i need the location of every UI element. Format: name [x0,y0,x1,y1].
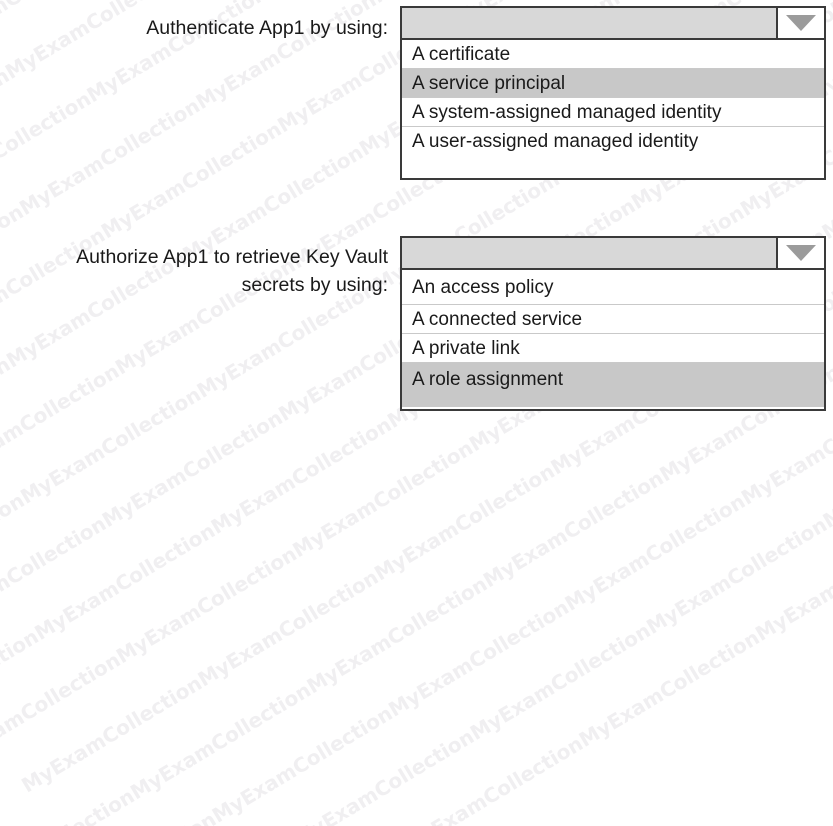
option-item[interactable]: A private link [402,334,824,363]
authenticate-app1-dropdown-value[interactable] [402,8,778,38]
authorize-app1-dropdown[interactable] [400,236,826,270]
option-item[interactable]: A service principal [402,69,824,98]
authenticate-app1-dropdown[interactable] [400,6,826,40]
question-1-label: Authenticate App1 by using: [146,17,388,39]
chevron-down-icon[interactable] [778,238,824,268]
option-item[interactable]: A certificate [402,40,824,69]
option-item[interactable]: An access policy [402,270,824,305]
option-list-empty-space [402,156,824,178]
question-2-label: Authorize App1 to retrieve Key Vault sec… [76,246,388,296]
authorize-app1-dropdown-value[interactable] [402,238,778,268]
authenticate-app1-option-list[interactable]: A certificate A service principal A syst… [400,40,826,180]
authorize-app1-option-list[interactable]: An access policy A connected service A p… [400,270,826,411]
chevron-down-glyph [786,245,816,261]
option-item[interactable]: A user-assigned managed identity [412,131,699,152]
option-item[interactable]: A system-assigned managed identity [402,98,824,127]
chevron-down-icon[interactable] [778,8,824,38]
chevron-down-glyph [786,15,816,31]
option-item[interactable]: A role assignment [402,363,824,407]
watermark-row: MyExamCollectionMyExamCollectionMyExamCo… [17,68,833,798]
watermark-row: MyExamCollectionMyExamCollectionMyExamCo… [0,121,833,826]
option-item[interactable]: A connected service [402,305,824,334]
